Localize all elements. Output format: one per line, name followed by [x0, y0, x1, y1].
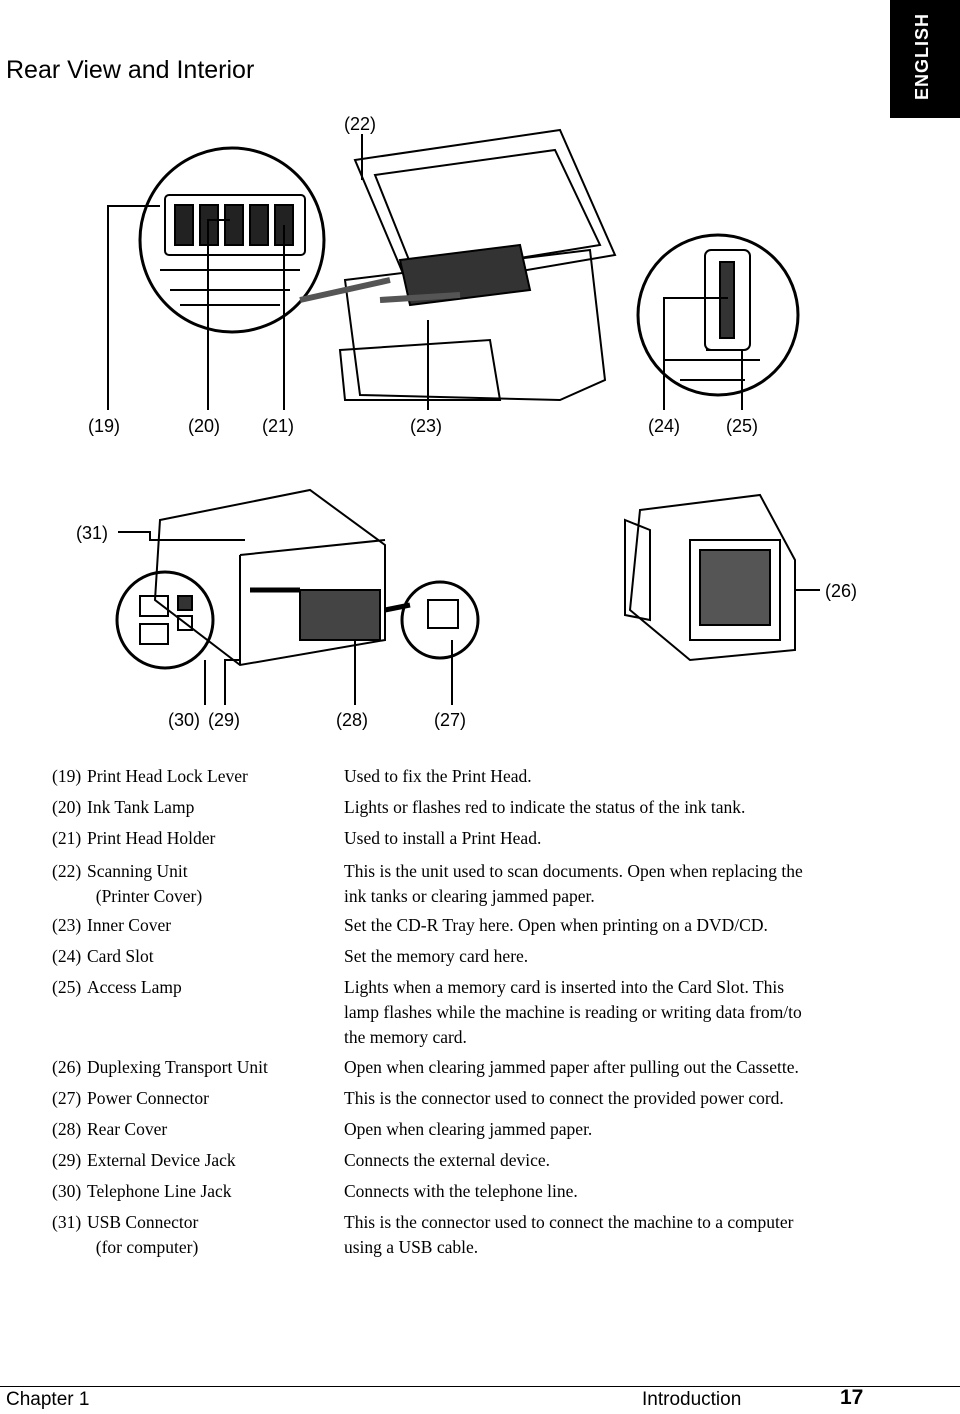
part-description: Open when clearing jammed paper after pu…: [344, 1057, 799, 1077]
part-number: (19): [52, 766, 82, 786]
callout-24: (24): [648, 416, 681, 436]
part-number: (25): [52, 977, 82, 997]
part-description: Set the CD-R Tray here. Open when printi…: [344, 915, 768, 935]
printer-open-illustration: [299, 128, 617, 402]
part-name: Card Slot: [87, 946, 154, 966]
part-description: Set the memory card here.: [344, 946, 529, 966]
language-tab: ENGLISH: [890, 0, 960, 118]
part-description: This is the unit used to scan documents.…: [344, 861, 803, 906]
part-number: (22): [52, 861, 82, 881]
phone-jacks-inset-illustration: [115, 570, 215, 670]
printer-illustrations: [107, 128, 820, 705]
power-connector-inset-illustration: [384, 580, 480, 660]
part-description: Open when clearing jammed paper.: [344, 1119, 593, 1139]
part-number: (20): [52, 797, 82, 817]
part-name: USB Connector (for computer): [87, 1212, 199, 1257]
part-name: Telephone Line Jack: [87, 1181, 232, 1201]
footer-chapter: Chapter 1: [6, 1389, 90, 1410]
part-name: Power Connector: [87, 1088, 209, 1108]
callout-29: (29): [208, 710, 241, 730]
part-number: (31): [52, 1212, 82, 1232]
printer-underside-illustration: [624, 493, 796, 662]
part-name: Rear Cover: [87, 1119, 168, 1139]
part-description: Lights or flashes red to indicate the st…: [344, 797, 746, 817]
part-name: Scanning Unit (Printer Cover): [87, 861, 203, 906]
callout-leader-lines: [107, 134, 820, 705]
callout-31: (31): [76, 523, 109, 543]
part-number: (29): [52, 1150, 82, 1170]
part-description: Used to fix the Print Head.: [344, 766, 532, 786]
callout-26: (26): [825, 581, 858, 601]
page-number: 17: [840, 1386, 864, 1409]
callout-22: (22): [344, 114, 377, 134]
printer-rear-illustration: [153, 488, 386, 667]
part-name: Ink Tank Lamp: [87, 797, 195, 817]
callout-27: (27): [434, 710, 467, 730]
part-number: (30): [52, 1181, 82, 1201]
part-description: This is the connector used to connect th…: [344, 1212, 794, 1257]
part-number: (24): [52, 946, 82, 966]
part-number: (26): [52, 1057, 82, 1077]
part-description: Used to install a Print Head.: [344, 828, 542, 848]
callout-23: (23): [410, 416, 443, 436]
part-description: This is the connector used to connect th…: [344, 1088, 784, 1108]
part-name: Duplexing Transport Unit: [87, 1057, 268, 1077]
footer-divider: [0, 1386, 960, 1387]
part-number: (28): [52, 1119, 82, 1139]
part-name: Print Head Holder: [87, 828, 216, 848]
callout-30: (30): [168, 710, 201, 730]
footer-section: Introduction: [642, 1389, 742, 1410]
callout-19: (19): [88, 416, 121, 436]
callout-21: (21): [262, 416, 295, 436]
callout-20: (20): [188, 416, 221, 436]
card-slot-inset-illustration: [636, 233, 800, 397]
part-name: External Device Jack: [87, 1150, 236, 1170]
part-description: Connects the external device.: [344, 1150, 551, 1170]
part-description: Connects with the telephone line.: [344, 1181, 578, 1201]
part-description: Lights when a memory card is inserted in…: [344, 977, 802, 1047]
callout-25: (25): [726, 416, 759, 436]
part-number: (27): [52, 1088, 82, 1108]
part-name: Access Lamp: [87, 977, 182, 997]
page-title: Rear View and Interior: [6, 56, 255, 84]
print-head-inset-illustration: [138, 146, 326, 334]
part-number: (21): [52, 828, 82, 848]
part-number: (23): [52, 915, 82, 935]
callout-28: (28): [336, 710, 369, 730]
part-name: Inner Cover: [87, 915, 172, 935]
part-name: Print Head Lock Lever: [87, 766, 248, 786]
